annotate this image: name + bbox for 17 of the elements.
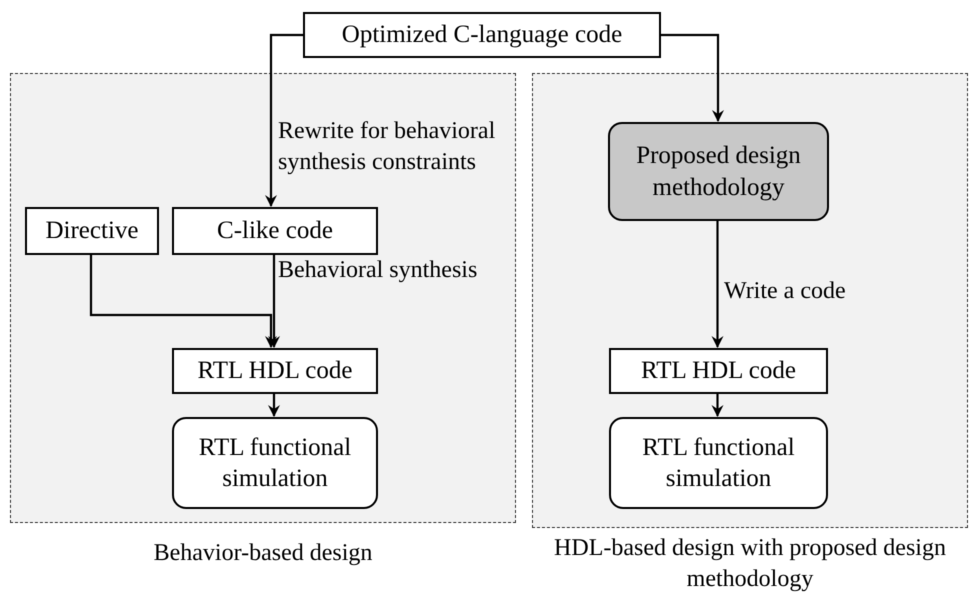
rounded-process-box: RTL functional simulation [172, 417, 378, 509]
arrow [265, 34, 303, 207]
arrow [268, 393, 280, 417]
panel-caption: HDL-based design with proposed design methodology [553, 534, 947, 594]
arrow [712, 220, 724, 348]
highlighted-process-box: Proposed design methodology [608, 122, 829, 221]
arrow [661, 34, 724, 122]
arrow [712, 393, 724, 417]
process-box: Directive [25, 207, 159, 255]
arrow [268, 254, 280, 348]
process-box: RTL HDL code [172, 348, 378, 394]
panel-caption: Behavior-based design [152, 539, 374, 568]
rounded-process-box: RTL functional simulation [609, 417, 828, 509]
arrow [90, 254, 277, 348]
process-box: Optimized C-language code [303, 12, 661, 58]
process-box: C-like code [172, 207, 378, 255]
process-box: RTL HDL code [609, 348, 828, 394]
